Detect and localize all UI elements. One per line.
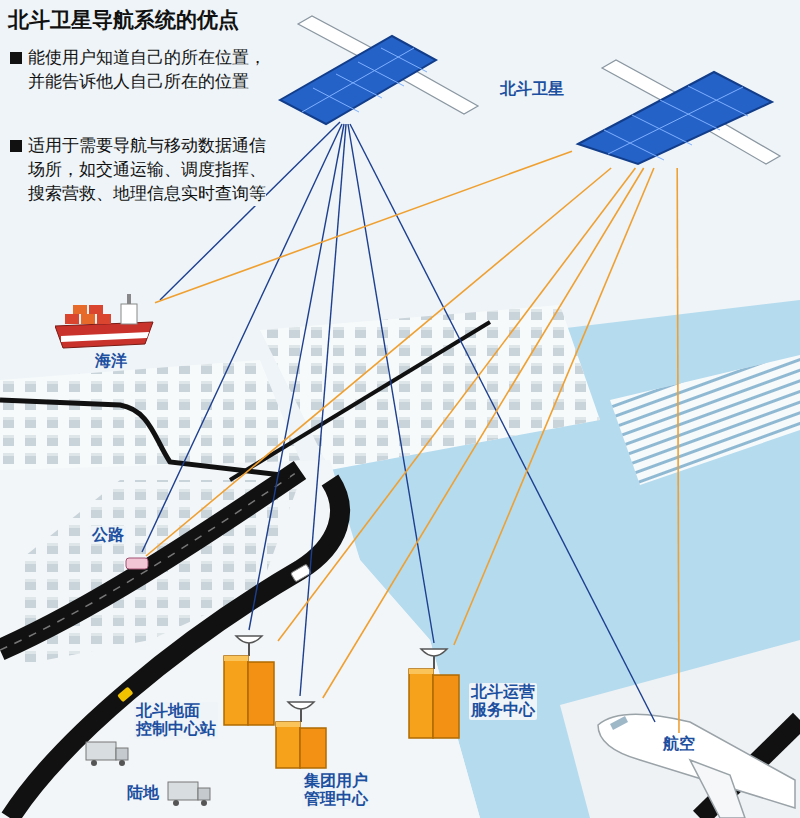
- bullet-square: [10, 52, 22, 64]
- bullet-square: [10, 140, 22, 152]
- airport-land: [560, 640, 800, 818]
- aviation-label-box: 航空: [660, 733, 698, 754]
- road: [230, 322, 490, 480]
- bullet-note: 适用于需要导航与移动数据通信场所，如交通运输、调度指挥、搜索营救、地理信息实时查…: [28, 134, 266, 206]
- satellite-icon: [572, 58, 782, 168]
- signal-connector: [323, 168, 644, 698]
- road: [0, 400, 290, 476]
- car: [117, 686, 134, 702]
- satellite: [280, 16, 478, 124]
- user-center-icon: [272, 698, 330, 770]
- pier-stripes: [610, 355, 800, 485]
- service-center: 北斗运营 服务中心: [405, 645, 463, 740]
- land-label-box: 陆地: [124, 782, 162, 803]
- satellite: 北斗卫星: [572, 58, 782, 168]
- truck: [86, 742, 128, 766]
- node-label: 航空: [663, 734, 695, 753]
- node-label: 陆地: [127, 783, 159, 802]
- road: [10, 480, 340, 818]
- ship: 海洋: [55, 292, 155, 350]
- land: [0, 460, 480, 818]
- control-station-icon: [220, 632, 278, 727]
- node-label: 公路: [90, 526, 126, 544]
- signal-connector: [454, 168, 654, 645]
- car: 公路: [124, 556, 150, 571]
- node-label: 北斗卫星: [498, 80, 566, 98]
- highway-lane: [0, 470, 300, 650]
- control-station: 北斗地面 控制中心站: [220, 632, 278, 727]
- city-buildings: [260, 305, 600, 470]
- airplane: [598, 714, 795, 818]
- node-label: 海洋: [93, 352, 129, 370]
- car: [291, 564, 312, 582]
- highway: [0, 470, 300, 650]
- bullet-note: 能使用户知道自己的所在位置，并能告诉他人自己所在的位置: [28, 46, 266, 94]
- signal-connector: [677, 168, 679, 733]
- diagram-title: 北斗卫星导航系统的优点: [8, 6, 239, 34]
- signal-connector: [278, 168, 635, 641]
- node-label: 北斗运营 服务中心: [469, 683, 537, 720]
- truck: [168, 782, 210, 806]
- signal-lines: [142, 122, 655, 722]
- city-block: [260, 305, 600, 470]
- signal-connector: [146, 168, 611, 556]
- node-label: 北斗地面 控制中心站: [134, 702, 218, 739]
- car-icon: [124, 556, 150, 571]
- service-center-icon: [405, 645, 463, 740]
- ship-icon: [55, 292, 155, 350]
- user-center: 集团用户 管理中心: [272, 698, 330, 770]
- node-label: 集团用户 管理中心: [302, 772, 370, 809]
- pier: [610, 355, 800, 485]
